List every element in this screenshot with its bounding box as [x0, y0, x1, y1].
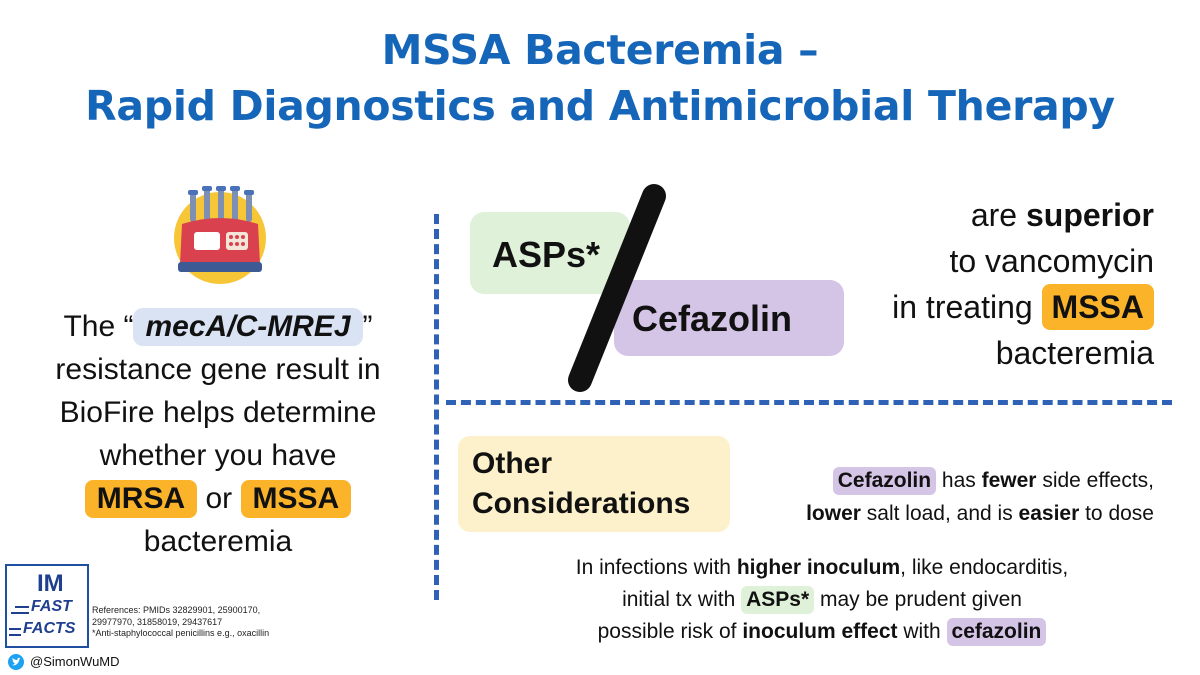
cefazolin-benefits-line-2: lower salt load, and is easier to dose	[806, 502, 1154, 525]
twitter-bird-icon	[8, 654, 24, 670]
inoculum-note: In infections with higher inoculum, like…	[470, 552, 1174, 648]
vertical-divider	[434, 214, 439, 600]
references: References: PMIDs 32829901, 25900170, 29…	[92, 605, 270, 638]
twitter-handle[interactable]: @SimonWuMD	[30, 654, 120, 669]
statement-line-1: are superior	[970, 197, 1154, 233]
mssa-tag: MSSA	[240, 480, 352, 518]
inoculum-line-1: In infections with higher inoculum, like…	[575, 556, 1069, 579]
cefazolin-benefits-line-1: Cefazolin has fewer side effects,	[740, 464, 1154, 497]
other-considerations-label: Other Considerations	[472, 447, 691, 520]
mrsa-tag: MRSA	[84, 480, 198, 518]
left-line-5: MRSA or MSSA	[18, 477, 418, 520]
cefazolin-tag-small: cefazolin	[946, 618, 1047, 646]
inoculum-line-2: initial tx with ASPs* may be prudent giv…	[470, 584, 1174, 616]
biofire-explanation: The “mecA/C-MREJ” resistance gene result…	[18, 305, 418, 563]
cefazolin-label: Cefazolin	[632, 298, 793, 339]
left-line-2: resistance gene result in	[55, 353, 381, 386]
superiority-statement: are superior to vancomycin in treating M…	[846, 192, 1154, 376]
asps-label: ASPs*	[492, 234, 601, 275]
statement-line-3: in treating MSSA	[846, 284, 1154, 330]
meca-gene-tag: mecA/C-MREJ	[133, 308, 363, 346]
cefazolin-benefits: Cefazolin has fewer side effects, lower …	[740, 464, 1154, 530]
lab-analyzer-icon	[174, 186, 266, 284]
title-line-1: MSSA Bacteremia –	[381, 26, 819, 74]
cefazolin-box	[614, 280, 844, 356]
statement-line-4: bacteremia	[995, 335, 1154, 371]
statement-line-2: to vancomycin	[949, 243, 1154, 279]
title-line-2: Rapid Diagnostics and Antimicrobial Ther…	[85, 82, 1115, 130]
cefazolin-tag: Cefazolin	[832, 467, 937, 495]
left-line-6: bacteremia	[143, 525, 293, 558]
im-fast-facts-logo: IM FAST FACTS	[5, 564, 89, 648]
left-line-1: The “mecA/C-MREJ”	[18, 305, 418, 348]
left-line-4: whether you have	[99, 439, 337, 472]
page-title: MSSA Bacteremia – Rapid Diagnostics and …	[0, 22, 1200, 134]
asps-tag: ASPs*	[741, 586, 815, 614]
other-considerations-box	[458, 436, 730, 532]
horizontal-divider	[446, 400, 1172, 405]
slash-divider	[568, 184, 666, 392]
asps-box	[470, 212, 630, 294]
left-line-3: BioFire helps determine	[59, 396, 377, 429]
mssa-highlight: MSSA	[1041, 284, 1154, 330]
inoculum-line-3: possible risk of inoculum effect with ce…	[470, 616, 1174, 648]
